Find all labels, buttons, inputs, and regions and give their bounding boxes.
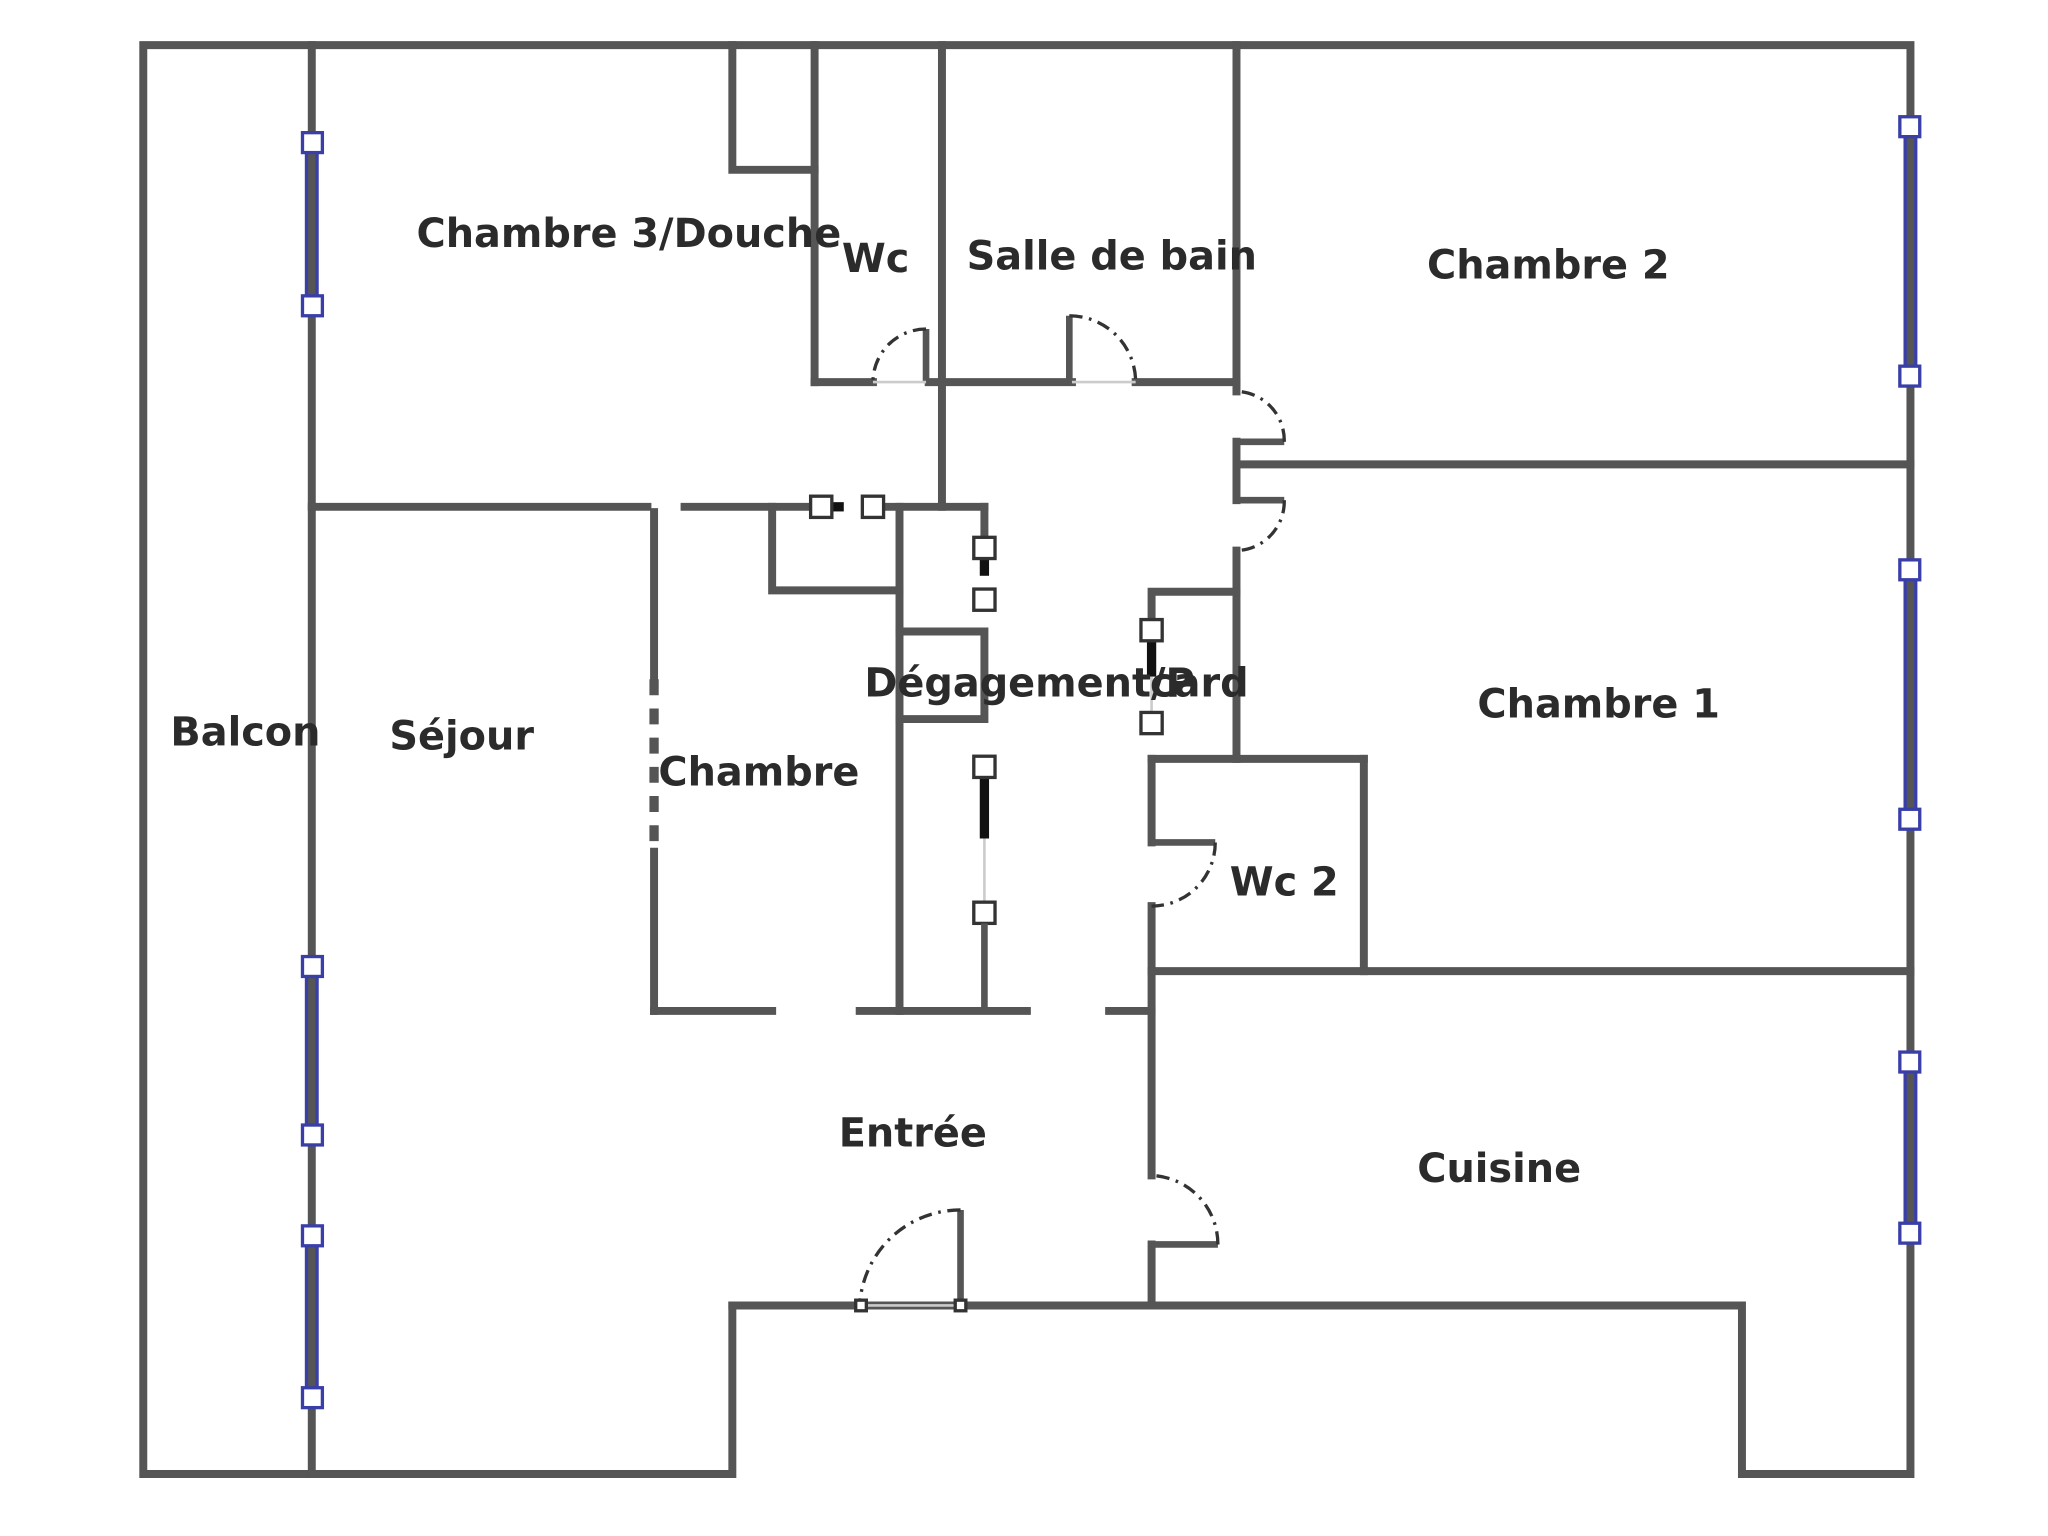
window-chambre2: [1898, 115, 1922, 388]
door-wc: [871, 327, 930, 384]
label-chambre3: Chambre 3/Douche: [417, 211, 842, 257]
label-wc2: Wc 2: [1230, 860, 1339, 906]
label-placard: card: [1150, 661, 1249, 707]
label-wc: Wc: [842, 236, 910, 282]
door-entree: [854, 1208, 968, 1313]
label-balcon: Balcon: [170, 710, 320, 756]
door-chambre2: [1236, 389, 1286, 446]
sliding-corridor-top: [972, 535, 997, 612]
label-chambre: Chambre: [658, 749, 859, 795]
window-sejour-b: [300, 1224, 325, 1410]
window-chambre3: [300, 131, 325, 318]
window-cuisine: [1898, 1050, 1922, 1245]
door-wc2: [1151, 839, 1217, 908]
room-labels: Chambre 3/Douche Wc Salle de bain Chambr…: [170, 211, 1720, 1192]
sliding-chambre3: [808, 494, 886, 520]
window-sejour-a: [300, 954, 325, 1147]
door-sdb: [1066, 314, 1138, 384]
label-sejour: Séjour: [389, 714, 534, 760]
doors: [854, 314, 1286, 1313]
sliding-doors: [808, 494, 1164, 1011]
closet-wall: [768, 502, 904, 595]
placard-right-wall: [1147, 587, 1241, 623]
label-salle-de-bain: Salle de bain: [967, 233, 1257, 279]
label-cuisine: Cuisine: [1417, 1146, 1581, 1192]
door-chambre1: [1236, 496, 1286, 553]
alcove-wall: [728, 41, 819, 174]
sliding-corridor-mid: [972, 754, 997, 1011]
door-cuisine: [1151, 1173, 1220, 1248]
label-chambre1: Chambre 1: [1477, 682, 1720, 728]
window-chambre1: [1898, 558, 1922, 831]
label-degagement: Dégagement/P: [864, 661, 1194, 707]
label-entree: Entrée: [839, 1110, 987, 1156]
windows: [300, 115, 1922, 1410]
placard-box: [895, 627, 989, 724]
label-chambre2: Chambre 2: [1427, 243, 1670, 289]
walls: [139, 41, 1915, 1478]
sliding-placard: [1139, 617, 1164, 736]
